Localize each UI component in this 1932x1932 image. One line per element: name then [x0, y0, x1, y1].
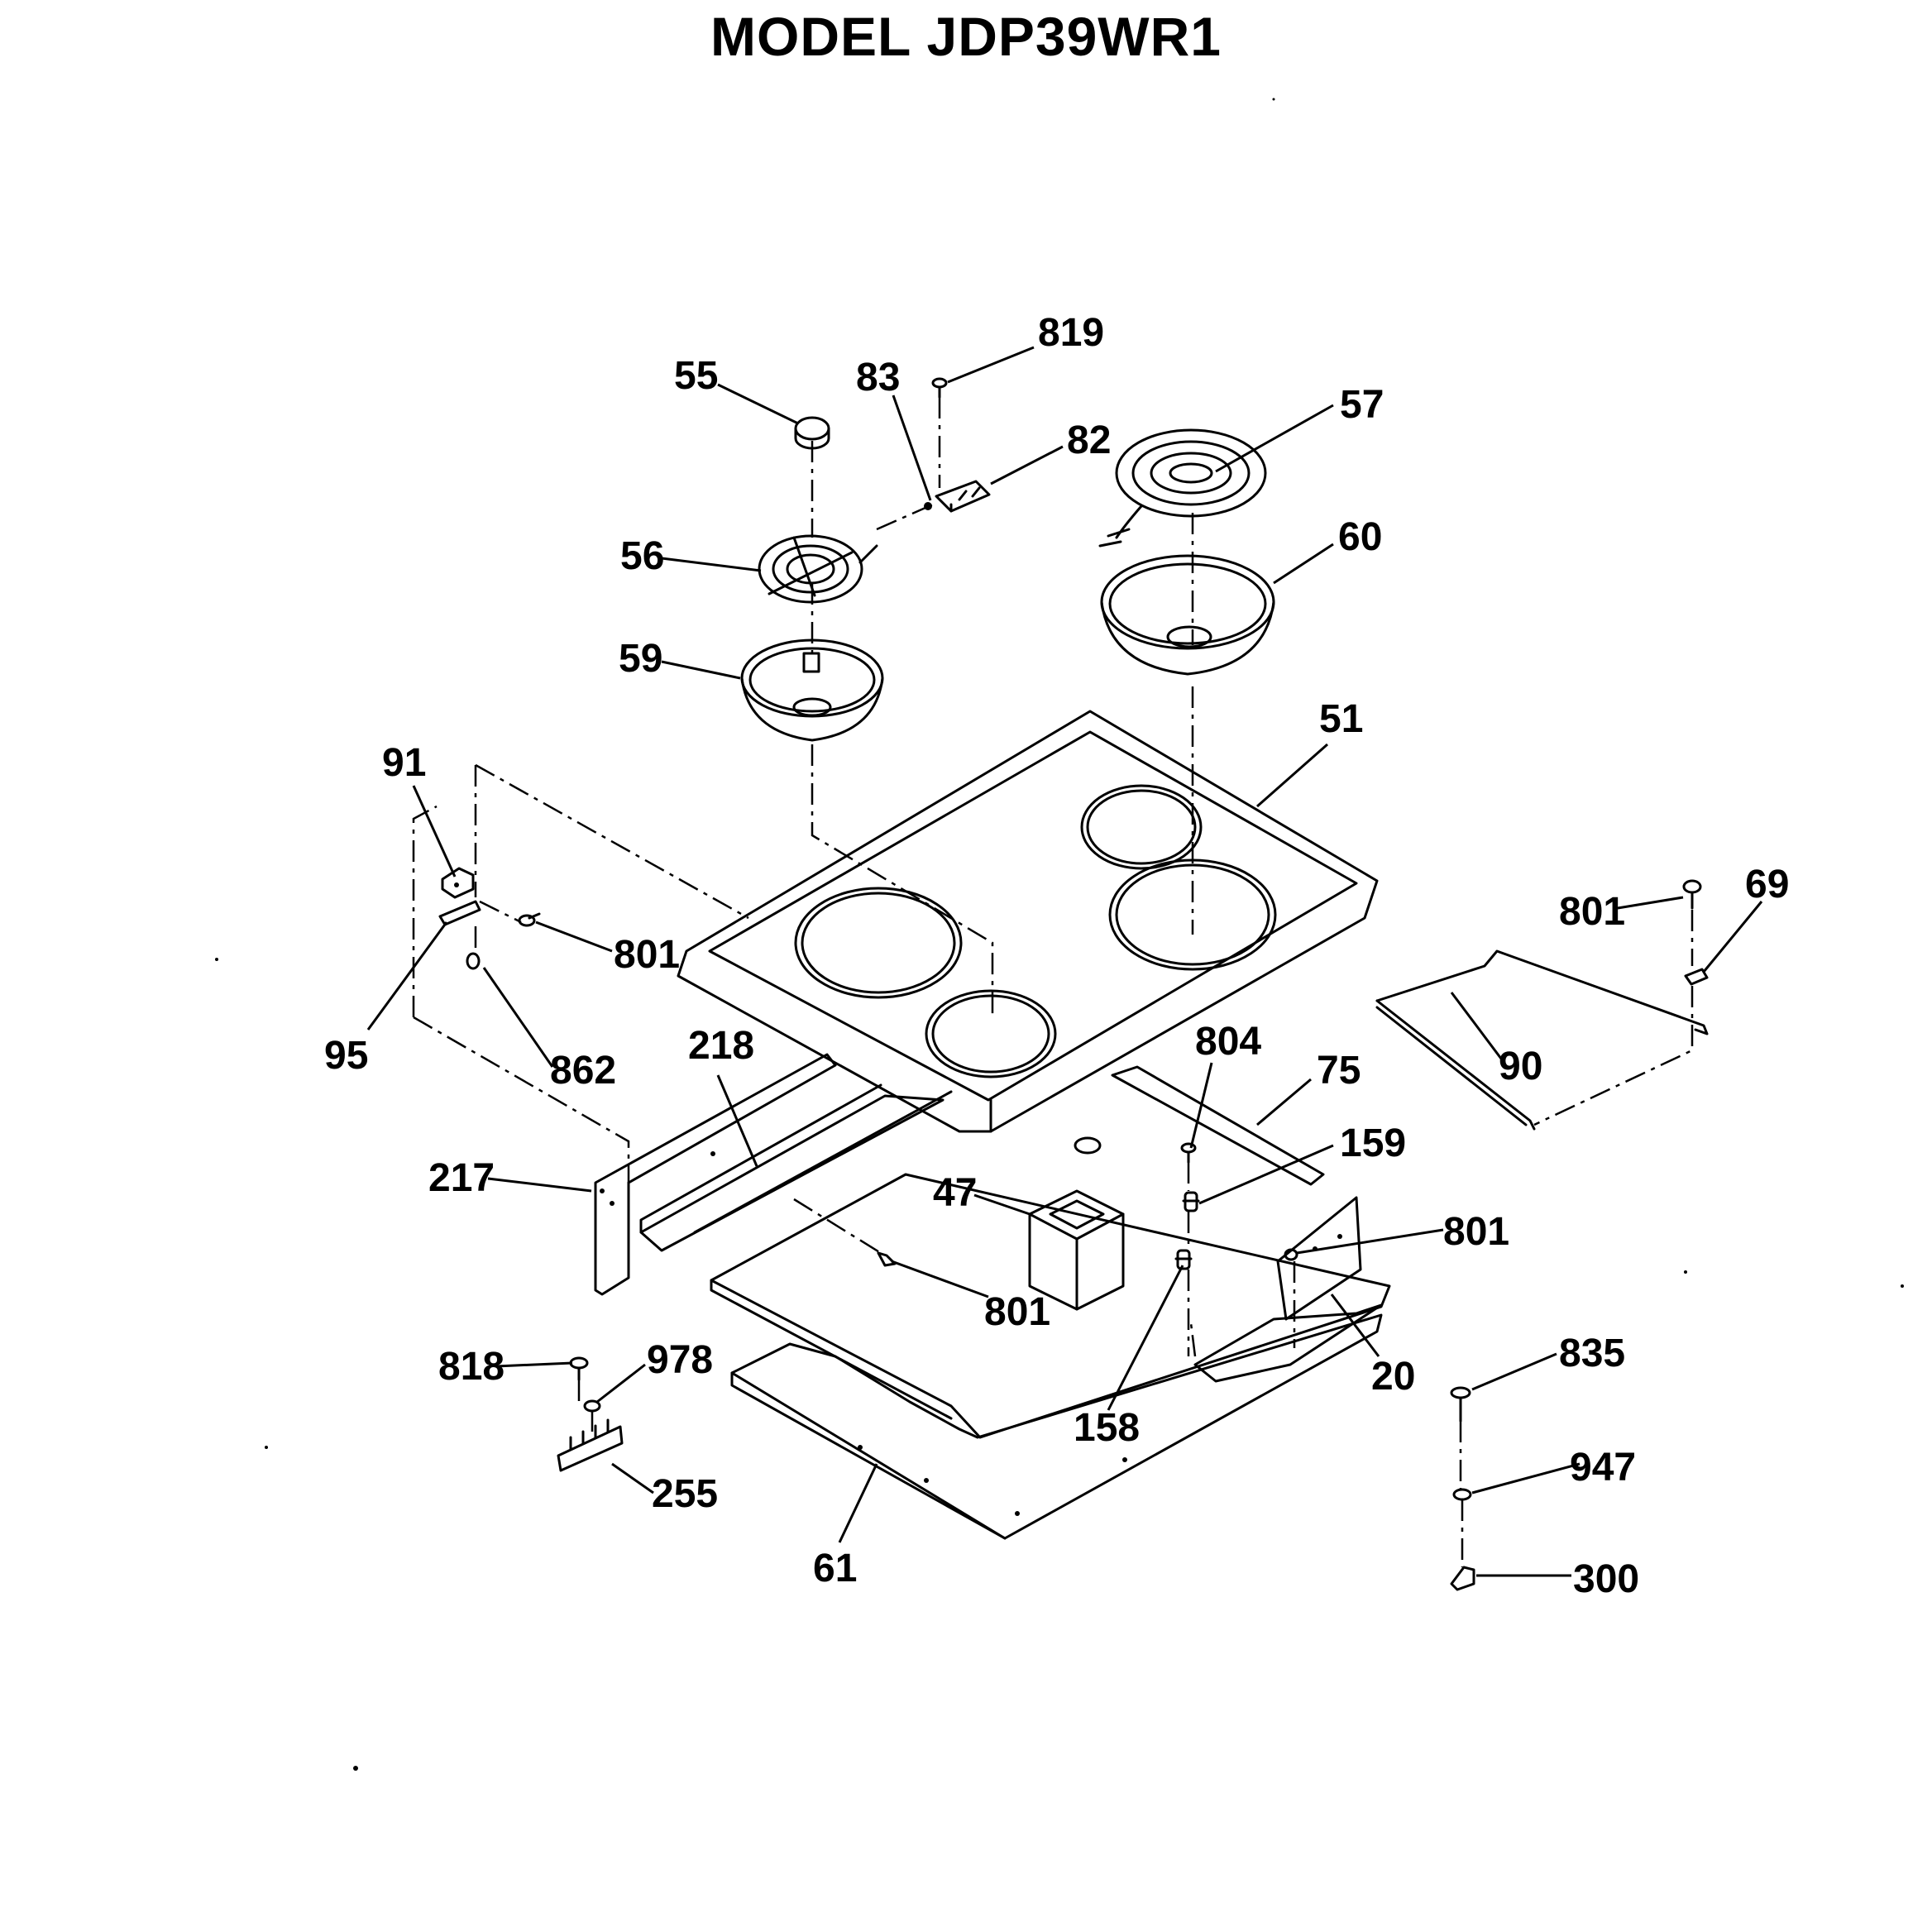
surface-element-57: [1098, 428, 1267, 548]
screw-862: [466, 952, 481, 970]
label-69: 69: [1745, 863, 1789, 906]
screw-801-left: [518, 912, 541, 927]
label-56: 56: [620, 534, 664, 578]
screw-835: [1450, 1386, 1471, 1423]
screw-818: [569, 1356, 589, 1381]
label-20: 20: [1371, 1355, 1415, 1399]
screw-819: [931, 377, 948, 399]
scan-specks: [215, 98, 1904, 1771]
terminal-block-82: [924, 480, 991, 513]
panel-217: [594, 1053, 837, 1296]
label-978: 978: [647, 1338, 713, 1382]
insulator-158: [1174, 1249, 1193, 1270]
label-801-right: 801: [1443, 1210, 1509, 1254]
wire-rack-90: [1375, 949, 1709, 1131]
label-804: 804: [1195, 1020, 1261, 1064]
base-plate-61: [730, 1313, 1383, 1540]
label-82: 82: [1067, 418, 1111, 462]
insulator-159: [1182, 1191, 1200, 1212]
label-801-left: 801: [614, 933, 680, 977]
label-159: 159: [1340, 1121, 1406, 1165]
leader-lines: [366, 346, 1763, 1577]
label-59: 59: [619, 637, 662, 681]
cooktop-51: [677, 710, 1379, 1133]
surface-element-56: [758, 534, 878, 604]
label-801-center: 801: [984, 1290, 1050, 1334]
label-255: 255: [652, 1472, 718, 1516]
label-51: 51: [1319, 697, 1363, 741]
label-91: 91: [382, 741, 426, 785]
label-218: 218: [688, 1024, 754, 1068]
label-158: 158: [1074, 1406, 1140, 1450]
label-61: 61: [813, 1547, 857, 1590]
bracket-95: [438, 900, 481, 926]
diagram-title: MODEL JDP39WR1: [710, 6, 1222, 67]
screw-801-upper-right: [1682, 879, 1702, 910]
screw-804: [1180, 1142, 1197, 1164]
label-819: 819: [1038, 311, 1104, 355]
label-55: 55: [674, 354, 718, 398]
label-57: 57: [1340, 383, 1384, 427]
screw-801-right: [1284, 1248, 1298, 1261]
label-862: 862: [550, 1049, 616, 1093]
washer-978: [583, 1399, 601, 1413]
assembly-lines: [412, 397, 1694, 1567]
bottom-tray: [710, 1173, 1391, 1439]
label-75: 75: [1317, 1049, 1361, 1093]
screw-801-center: [877, 1251, 897, 1267]
bracket-20: [1193, 1196, 1383, 1383]
clip-300: [1450, 1566, 1475, 1591]
label-90: 90: [1499, 1045, 1542, 1088]
rail-218: [639, 1083, 953, 1252]
drip-pan-60: [1100, 554, 1275, 676]
drip-pan-59: [740, 638, 884, 742]
label-947: 947: [1570, 1446, 1636, 1490]
panel-75: [1111, 1065, 1325, 1186]
label-47: 47: [933, 1171, 977, 1215]
box-47: [1028, 1136, 1125, 1311]
label-801-upper-right: 801: [1559, 890, 1625, 934]
part-labels: 819 55 83 82 57 56 60 59 51 91 801 95 86…: [324, 311, 1789, 1601]
label-217: 217: [428, 1156, 495, 1200]
clip-69: [1684, 968, 1709, 986]
label-95: 95: [324, 1034, 368, 1078]
label-818: 818: [438, 1345, 505, 1389]
terminal-strip-255: [557, 1418, 624, 1472]
washer-947: [1452, 1488, 1472, 1501]
label-60: 60: [1338, 515, 1382, 559]
label-300: 300: [1573, 1557, 1639, 1601]
bracket-91: [441, 867, 475, 899]
label-835: 835: [1559, 1332, 1625, 1375]
label-83: 83: [856, 356, 900, 399]
